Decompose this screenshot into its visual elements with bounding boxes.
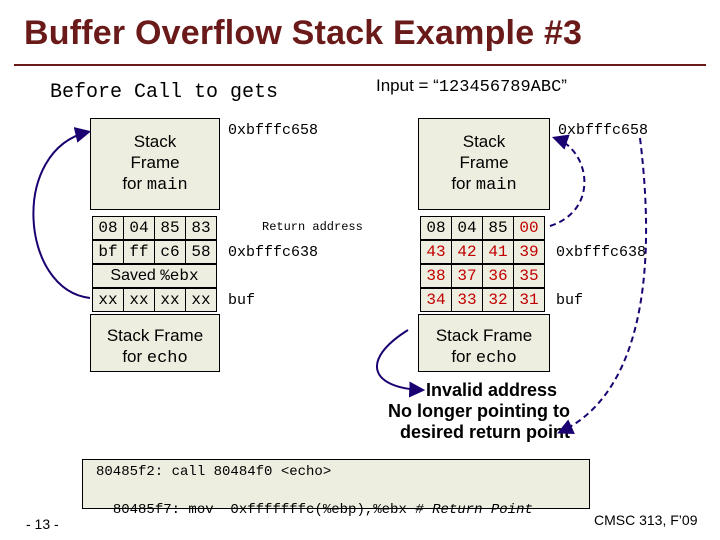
input-value: 123456789ABC — [438, 78, 562, 97]
right-frame-main-fn: main — [475, 176, 517, 195]
slide-title: Buffer Overflow Stack Example #3 — [24, 14, 583, 52]
left-frame-main-text: Stack Frame for main — [90, 131, 220, 196]
right-frame-main — [418, 118, 550, 210]
left-buf-byte-2: xx — [154, 288, 186, 312]
right-row-buf: 34 33 32 31 — [420, 288, 545, 312]
left-return-arrow — [32, 127, 92, 299]
left-heading-prefix: Before Call to — [50, 81, 231, 104]
page-number: - 13 - — [26, 516, 59, 532]
left-frame-echo-text: Stack Frame for echo — [90, 325, 220, 369]
code-line-2: 80485f7: mov 0xfffffffc(%ebp),%ebx # Ret… — [96, 486, 533, 518]
left-frame-main-line2: Frame — [130, 153, 180, 172]
left-return-byte-2: 85 — [154, 216, 186, 240]
left-frame-echo-line2: for echo — [122, 347, 188, 368]
left-frame-main-fn: main — [146, 176, 188, 195]
return-address-label: Return address — [262, 220, 363, 234]
right-invalid-arrow — [557, 137, 648, 434]
left-heading-fn: gets — [230, 81, 279, 104]
left-saved-reg: %ebx — [160, 267, 199, 285]
left-frame-echo-fn: echo — [146, 349, 188, 368]
left-row-buf: xx xx xx xx — [92, 288, 217, 312]
right-saved-byte-3: 35 — [513, 264, 545, 288]
left-ebp-byte-2: c6 — [154, 240, 186, 264]
input-heading: Input = “123456789ABC” — [376, 76, 567, 97]
left-buf-byte-1: xx — [123, 288, 155, 312]
right-row-return: 08 04 85 00 — [420, 216, 545, 240]
code-box — [82, 459, 590, 509]
left-ebp-byte-0: bf — [92, 240, 124, 264]
left-frame-echo — [90, 314, 220, 372]
right-return-byte-3: 00 — [513, 216, 545, 240]
right-buf-byte-1: 33 — [451, 288, 483, 312]
right-addr-ebp: 0xbfffc638 — [556, 244, 647, 261]
left-buf-byte-0: xx — [92, 288, 124, 312]
left-row-return: 08 04 85 83 — [92, 216, 217, 240]
note-line2: No longer pointing to — [388, 401, 570, 421]
right-buf-byte-2: 32 — [482, 288, 514, 312]
right-saved-byte-1: 37 — [451, 264, 483, 288]
left-buf-byte-3: xx — [185, 288, 217, 312]
right-frame-echo-text: Stack Frame for echo — [418, 325, 550, 369]
right-frame-main-line3: for main — [451, 174, 517, 195]
left-ebp-byte-3: 58 — [185, 240, 217, 264]
invalid-address-note: Invalid address No longer pointing to de… — [340, 380, 570, 443]
right-saved-byte-0: 38 — [420, 264, 452, 288]
right-buf-label: buf — [556, 292, 584, 309]
right-saved-byte-2: 36 — [482, 264, 514, 288]
code-line-1: 80485f2: call 80484f0 <echo> — [96, 464, 332, 480]
left-row-ebp: bf ff c6 58 — [92, 240, 217, 264]
left-return-byte-0: 08 — [92, 216, 124, 240]
title-underline — [14, 64, 706, 66]
left-frame-echo-line1: Stack Frame — [106, 326, 204, 345]
left-frame-main-line3: for main — [122, 174, 188, 195]
right-buf-byte-0: 34 — [420, 288, 452, 312]
right-row-saved: 38 37 36 35 — [420, 264, 545, 288]
right-frame-echo — [418, 314, 550, 372]
right-return-byte-1: 04 — [451, 216, 483, 240]
left-return-byte-1: 04 — [123, 216, 155, 240]
right-return-arrow — [549, 134, 586, 227]
note-line1: Invalid address — [426, 380, 558, 400]
left-frame-main — [90, 118, 220, 210]
right-frame-echo-line2: for echo — [451, 347, 517, 368]
left-addr-ebp: 0xbfffc638 — [228, 244, 319, 261]
right-return-byte-2: 85 — [482, 216, 514, 240]
left-ebp-byte-1: ff — [123, 240, 155, 264]
left-return-byte-3: 83 — [185, 216, 217, 240]
right-ebp-byte-0: 43 — [420, 240, 452, 264]
right-frame-echo-fn: echo — [475, 349, 517, 368]
left-frame-main-line1: Stack — [133, 132, 177, 151]
left-heading: Before Call to gets — [50, 80, 278, 104]
right-addr-top: 0xbfffc658 — [558, 122, 649, 139]
right-buf-byte-3: 31 — [513, 288, 545, 312]
right-ebp-byte-1: 42 — [451, 240, 483, 264]
right-ebp-byte-2: 41 — [482, 240, 514, 264]
right-frame-main-line2: Frame — [459, 153, 509, 172]
left-saved-ebx: Saved %ebx — [92, 264, 217, 288]
right-frame-main-line1: Stack — [462, 132, 506, 151]
note-line3: desired return point — [399, 422, 570, 442]
right-ebp-byte-3: 39 — [513, 240, 545, 264]
left-addr-top: 0xbfffc658 — [228, 122, 319, 139]
code-line-2-code: 80485f7: mov 0xfffffffc(%ebp),%ebx — [112, 502, 416, 518]
code-line-2-comment: # Return Point — [415, 502, 533, 518]
right-row-ebp: 43 42 41 39 — [420, 240, 545, 264]
right-return-byte-0: 08 — [420, 216, 452, 240]
right-frame-main-text: Stack Frame for main — [418, 131, 550, 196]
course-footer: CMSC 313, F’09 — [594, 512, 698, 528]
left-buf-label: buf — [228, 292, 256, 309]
right-frame-echo-line1: Stack Frame — [435, 326, 533, 345]
